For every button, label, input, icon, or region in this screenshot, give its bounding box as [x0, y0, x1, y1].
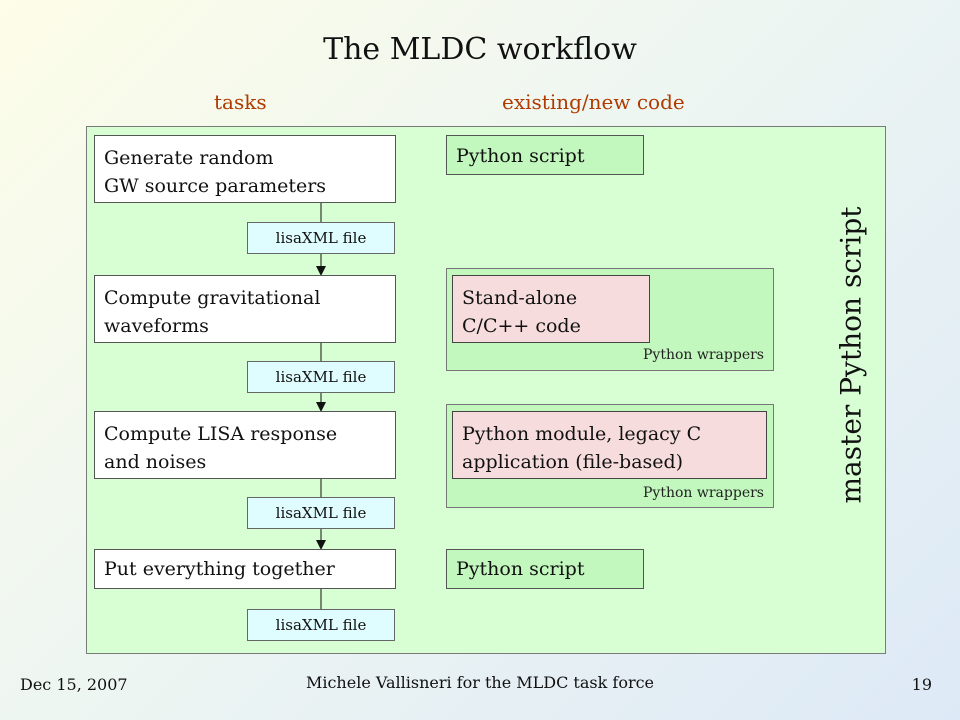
python-wrappers-label-1: Python wrappers — [643, 347, 764, 363]
python-script-box-2: Python script — [446, 549, 644, 589]
tasks-heading: tasks — [214, 90, 267, 114]
task-compute-waveforms: Compute gravitational waveforms — [94, 275, 396, 343]
slide-title: The MLDC workflow — [323, 32, 637, 67]
code-line: C/C++ code — [462, 315, 581, 337]
lisaxml-file-4: lisaXML file — [247, 609, 395, 641]
code-line: application (file-based) — [462, 451, 684, 473]
task-put-together: Put everything together — [94, 549, 396, 589]
footer-date: Dec 15, 2007 — [20, 675, 128, 694]
task-line: Put everything together — [104, 558, 335, 580]
code-heading: existing/new code — [502, 90, 685, 114]
task-generate-parameters: Generate random GW source parameters — [94, 135, 396, 203]
python-module-box: Python module, legacy C application (fil… — [452, 411, 767, 479]
task-line: and noises — [104, 451, 207, 473]
code-line: Python module, legacy C — [462, 423, 702, 445]
footer-credit: Michele Vallisneri for the MLDC task for… — [305, 673, 655, 692]
lisaxml-file-3: lisaXML file — [247, 497, 395, 529]
python-script-box-1: Python script — [446, 135, 644, 175]
task-line: Compute LISA response — [104, 423, 338, 445]
task-line: waveforms — [104, 315, 209, 337]
lisaxml-file-2: lisaXML file — [247, 361, 395, 393]
task-line: GW source parameters — [104, 175, 327, 197]
lisaxml-file-1: lisaXML file — [247, 222, 395, 254]
page-number: 19 — [911, 675, 932, 694]
standalone-code-box: Stand-alone C/C++ code — [452, 275, 650, 343]
code-line: Stand-alone — [462, 287, 578, 309]
task-line: Generate random — [104, 147, 274, 169]
task-line: Compute gravitational — [104, 287, 321, 309]
python-wrappers-label-2: Python wrappers — [643, 485, 764, 501]
task-compute-lisa-response: Compute LISA response and noises — [94, 411, 396, 479]
